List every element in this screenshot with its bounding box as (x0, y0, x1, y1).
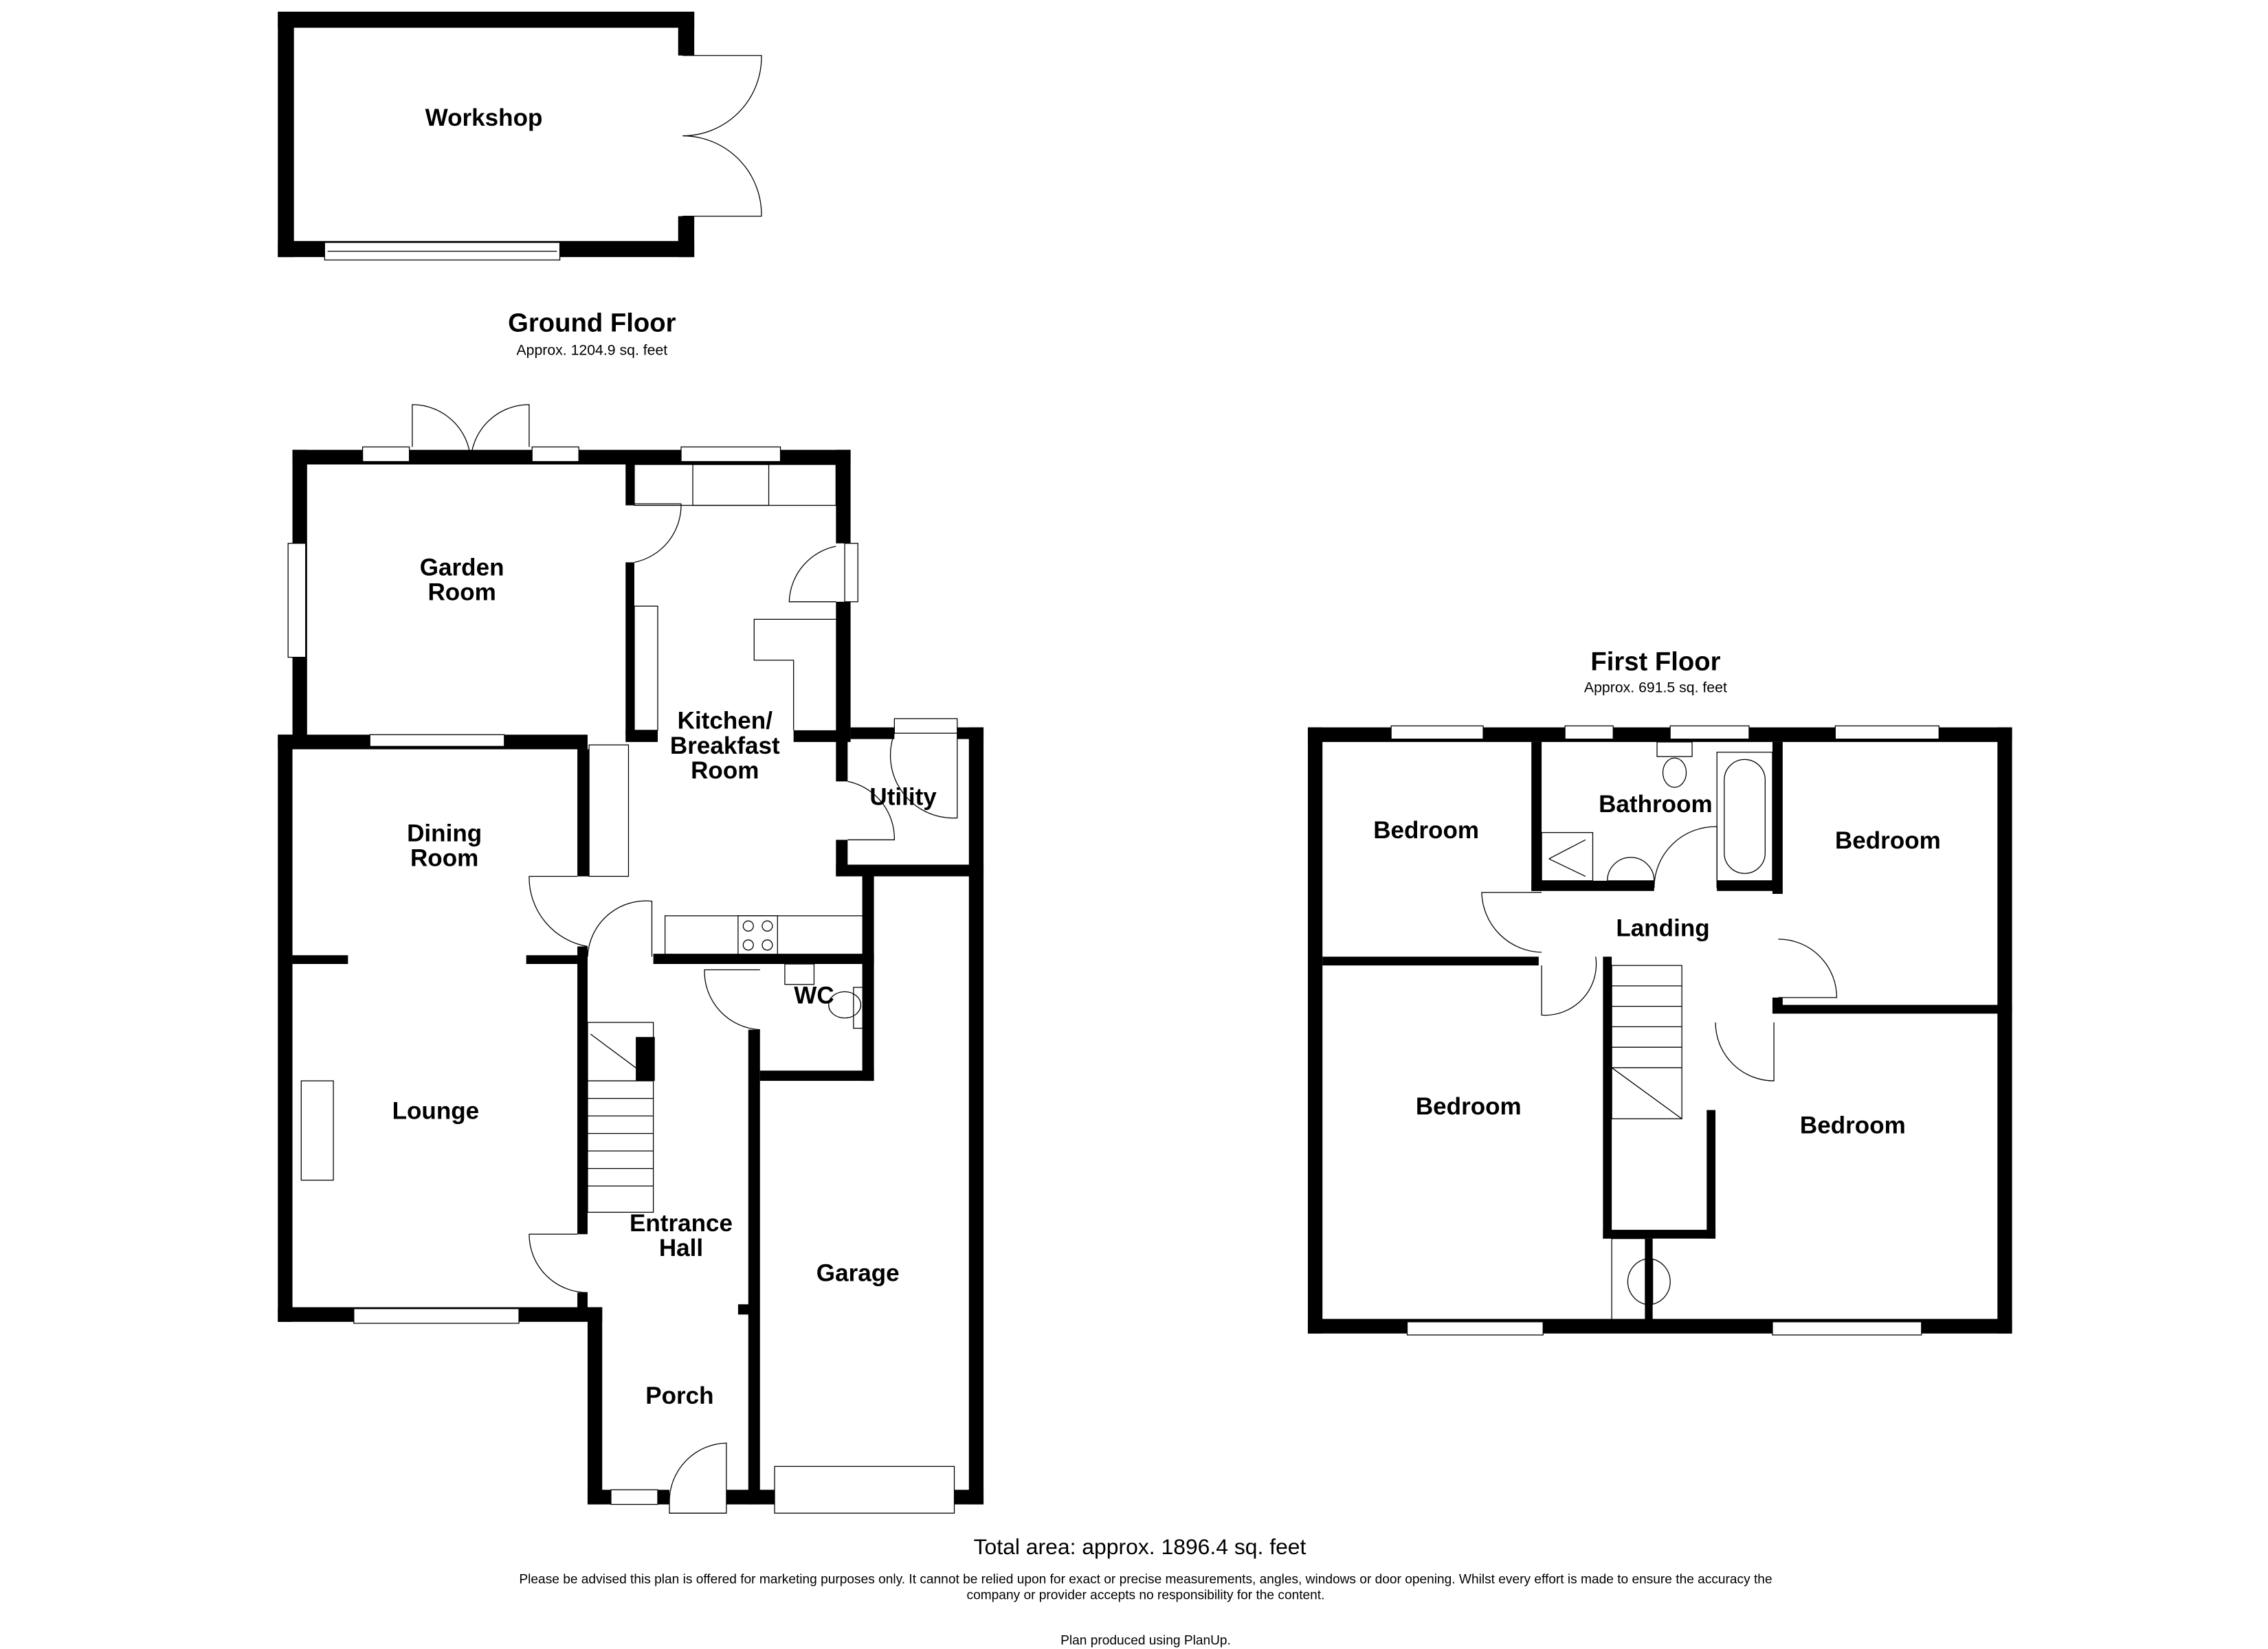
window (610, 1489, 658, 1505)
first-floor-area: Approx. 691.5 sq. feet (1584, 680, 1727, 696)
staircase (1611, 965, 1682, 1119)
ground-floor-area: Approx. 1204.9 sq. feet (516, 342, 667, 359)
workshop-plan: Workshop (278, 12, 762, 261)
room-label-bedroom: Bedroom (1416, 1093, 1522, 1120)
window (287, 543, 307, 658)
room-label-bedroom: Bedroom (1373, 817, 1479, 844)
staircase (587, 1022, 654, 1213)
room-label-lounge: Lounge (392, 1097, 480, 1124)
window (1406, 1321, 1544, 1336)
sliding-door (369, 734, 505, 747)
window (680, 446, 781, 462)
window (1669, 725, 1750, 740)
plan-credit: Plan produced using PlanUp. (1060, 1634, 1231, 1648)
window (531, 446, 579, 462)
room-label-utility: Utility (869, 783, 937, 810)
garage-door (774, 1466, 955, 1514)
window (362, 446, 410, 462)
window (353, 1308, 520, 1324)
room-label-bedroom: Bedroom (1800, 1112, 1906, 1139)
ground-floor-title: Ground Floor (508, 309, 676, 338)
door-frame (844, 543, 858, 603)
room-label-garage: Garage (816, 1259, 900, 1286)
room-label-bathroom: Bathroom (1599, 791, 1713, 818)
window (1564, 725, 1614, 740)
room-label-wc: WC (794, 982, 834, 1009)
disclaimer-line-1: Please be advised this plan is offered f… (519, 1572, 1772, 1586)
room-label-porch: Porch (645, 1382, 713, 1409)
window (1772, 1321, 1922, 1336)
window (1390, 725, 1484, 740)
double-door (682, 55, 762, 217)
room-label-workshop: Workshop (425, 104, 543, 131)
door-frame (893, 718, 958, 734)
total-area: Total area: approx. 1896.4 sq. feet (974, 1534, 1307, 1559)
window (1834, 725, 1939, 740)
room-label-bedroom: Bedroom (1835, 827, 1941, 854)
room-label-landing: Landing (1616, 915, 1709, 942)
ground-floor-plan (278, 404, 984, 1514)
first-floor-plan (1307, 725, 2012, 1336)
first-floor-title: First Floor (1590, 647, 1720, 677)
disclaimer-line-2: company or provider accepts no responsib… (967, 1589, 1325, 1603)
